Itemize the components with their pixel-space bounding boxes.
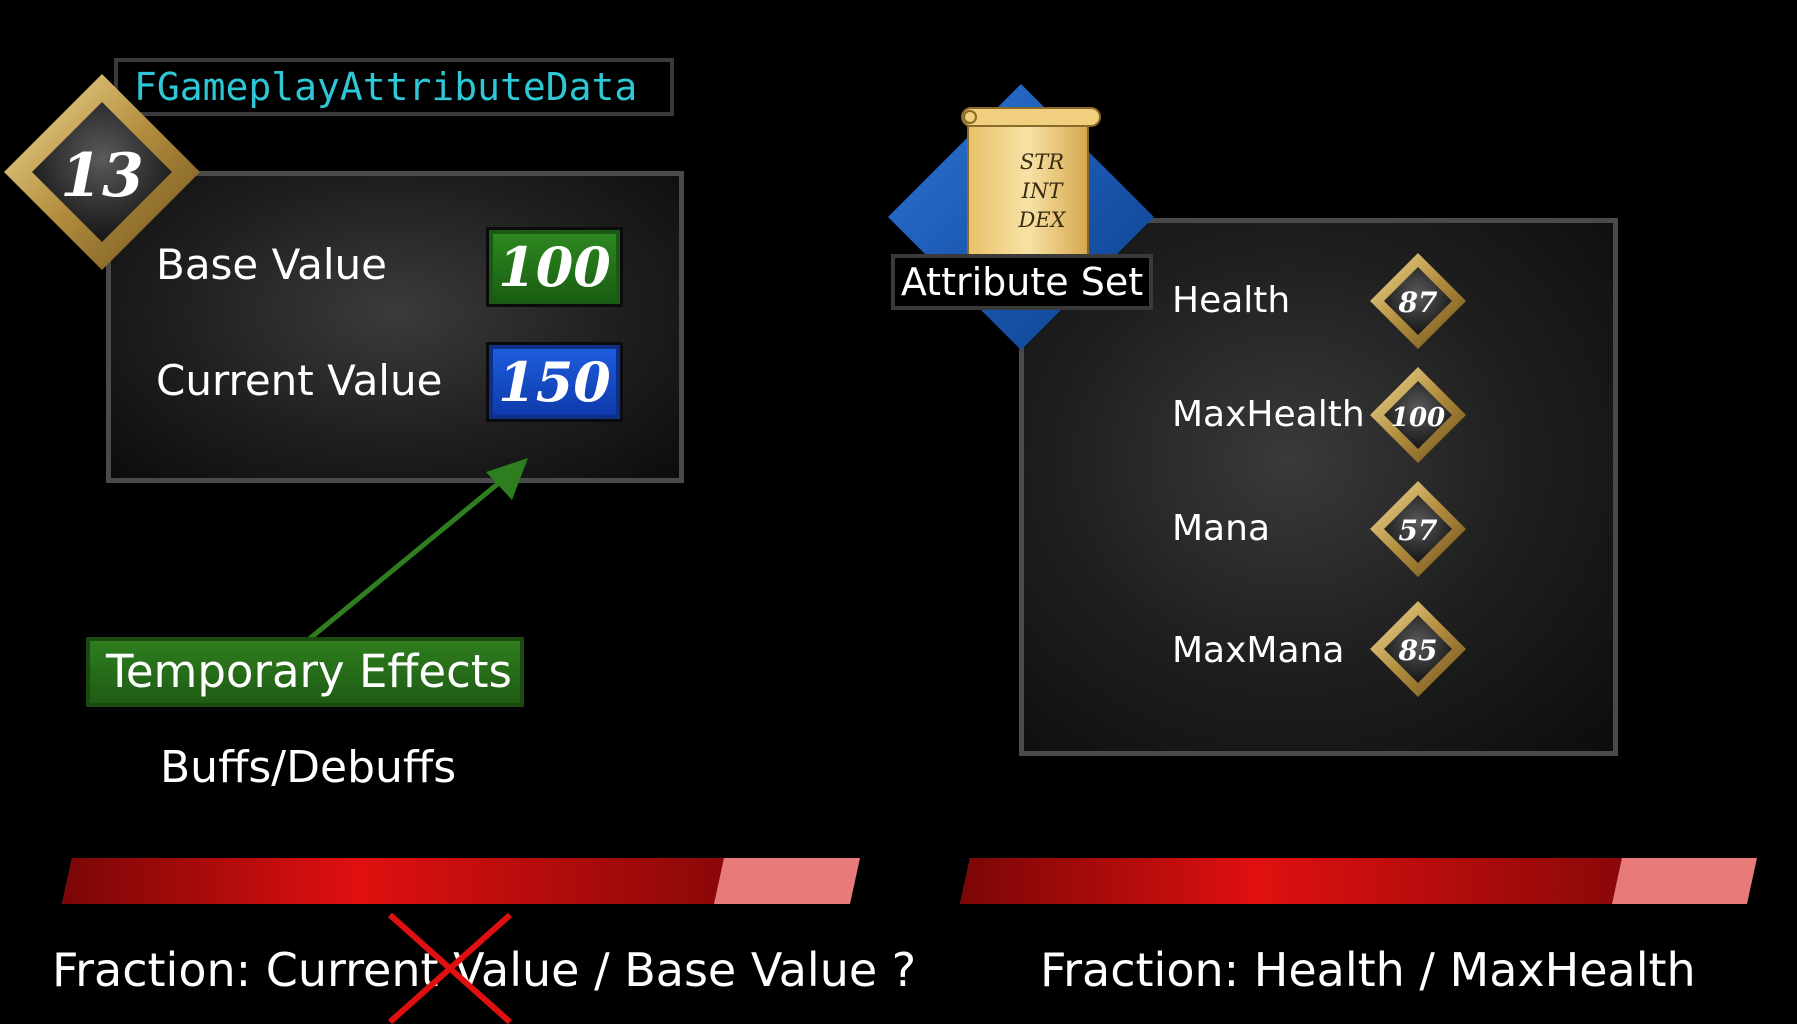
attribute-set-label: Attribute Set: [891, 254, 1153, 310]
stat-value-health: 87: [1398, 286, 1438, 319]
stat-label-health: Health: [1172, 280, 1291, 321]
attribute-data-panel: [106, 171, 684, 483]
stat-gem-maxhealth-icon: 100: [1370, 367, 1466, 463]
stat-gem-health-icon: 87: [1370, 253, 1466, 349]
effect-arrow-icon: [306, 458, 528, 642]
stat-value-maxhealth: 100: [1391, 403, 1445, 433]
stat-gem-maxmana-icon: 85: [1370, 601, 1466, 697]
temporary-effects-label: Temporary Effects: [86, 637, 524, 707]
right-fraction-text: Fraction: Health / MaxHealth: [1040, 943, 1696, 997]
left-fraction-bar: [62, 858, 860, 904]
base-value-box: 100: [486, 227, 623, 307]
scroll-line-int: INT: [1021, 179, 1063, 203]
right-bar-fill: [960, 858, 1622, 904]
badge-number: 13: [60, 141, 144, 211]
struct-name-label: FGameplayAttributeData: [114, 58, 674, 116]
left-bar-fill: [62, 858, 724, 904]
level-badge-icon: 13: [4, 74, 200, 270]
base-value-label: Base Value: [156, 240, 387, 289]
stat-label-maxmana: MaxMana: [1172, 630, 1345, 671]
stat-gem-mana-icon: 57: [1370, 481, 1466, 577]
current-value-label: Current Value: [156, 356, 443, 405]
current-value-box: 150: [486, 342, 623, 422]
scroll-line-str: STR: [1019, 150, 1065, 174]
left-fraction-text: Fraction: Current Value / Base Value ?: [52, 943, 917, 997]
scroll-line-dex: DEX: [1018, 208, 1066, 232]
scroll-stats: STR INT DEX: [1000, 148, 1084, 235]
stat-value-maxmana: 85: [1398, 634, 1438, 667]
stat-label-mana: Mana: [1172, 508, 1270, 549]
cross-out-icon: [388, 912, 512, 1024]
stat-label-maxhealth: MaxHealth: [1172, 394, 1365, 435]
stat-value-mana: 57: [1399, 514, 1438, 547]
right-fraction-bar: [960, 858, 1757, 904]
buffs-debuffs-label: Buffs/Debuffs: [160, 742, 457, 793]
